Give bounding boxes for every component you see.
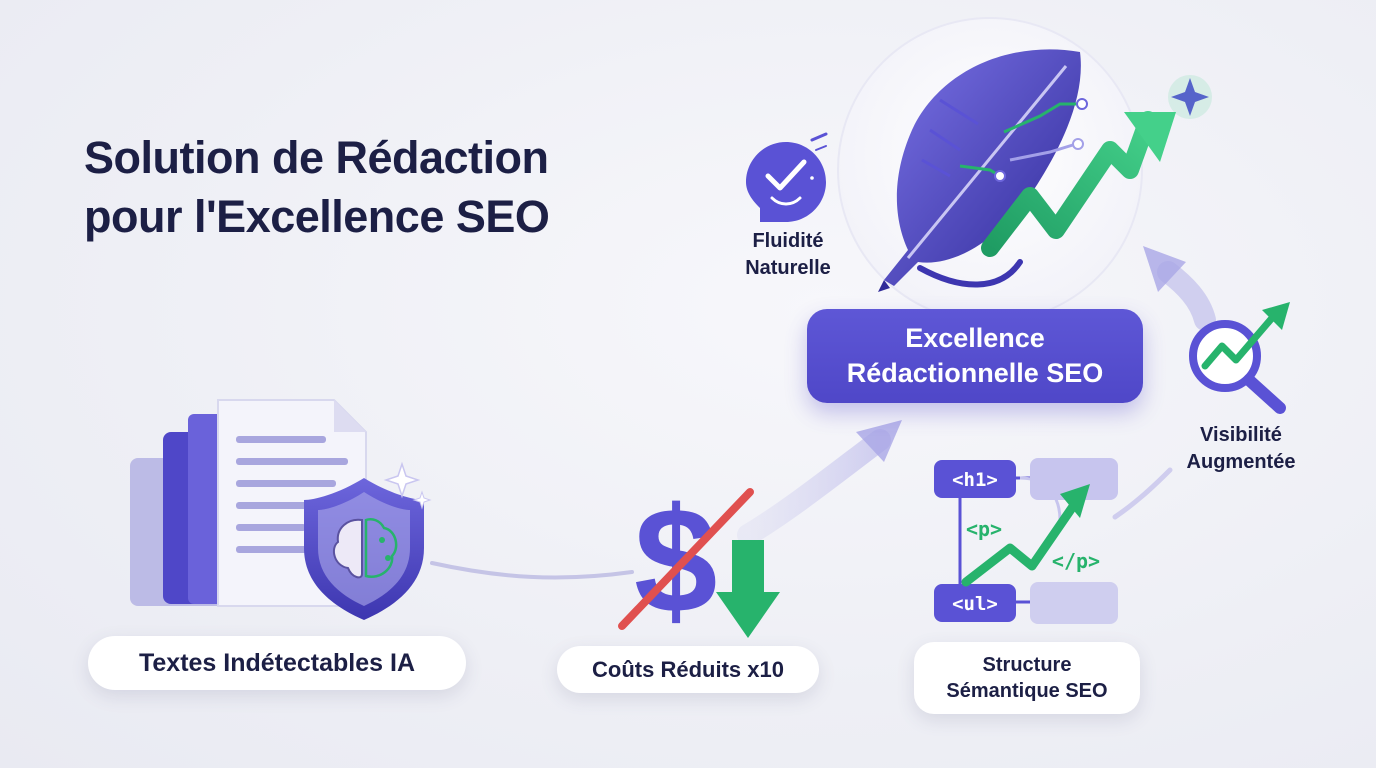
tag-p-open-text: <p> [966, 517, 1002, 541]
visibility-line-1: Visibilité [1200, 424, 1282, 446]
ia-texts-pill: Textes Indétectables IA [88, 636, 466, 690]
fluidity-line-1: Fluidité [752, 230, 824, 252]
structure-line-2: Sémantique SEO [946, 680, 1108, 702]
tag-h1-box [934, 460, 1016, 498]
connector-ia-to-cost [430, 561, 634, 580]
tag-ul-text: <ul> [952, 593, 998, 615]
hero-badge: Excellence Rédactionnelle SEO [807, 309, 1143, 403]
page-title: Solution de Rédaction pour l'Excellence … [84, 128, 684, 246]
hero-line-2: Rédactionnelle SEO [846, 358, 1104, 388]
tag-h1-text: <h1> [952, 469, 998, 491]
tag-p-close-text: </p> [1052, 549, 1100, 573]
title-line-1: Solution de Rédaction [84, 132, 549, 183]
svg-text:$: $ [634, 476, 717, 644]
connector-structure-to-visibility [1112, 467, 1173, 520]
tag-ul-box [934, 584, 1016, 622]
structure-line-1: Structure [982, 654, 1072, 676]
sparkle-icon-hero [1171, 78, 1209, 116]
connector-visibility-to-hero-head [1143, 246, 1186, 292]
growth-arrow-icon [981, 111, 1176, 257]
connector-cost-to-hero-head [856, 420, 902, 462]
fluidity-line-2: Naturelle [745, 257, 831, 279]
quill-feather-icon [878, 49, 1088, 292]
fluidity-label: Fluidité Naturelle [728, 228, 848, 282]
connector-cost-to-hero [737, 429, 891, 546]
visibility-label: Visibilité Augmentée [1166, 422, 1316, 476]
cost-pill: Coûts Réduits x10 [557, 646, 819, 693]
visibility-line-2: Augmentée [1186, 451, 1296, 473]
hero-line-1: Excellence [905, 323, 1045, 353]
structure-pill: Structure Sémantique SEO [914, 642, 1140, 714]
title-line-2: pour l'Excellence SEO [84, 191, 550, 242]
